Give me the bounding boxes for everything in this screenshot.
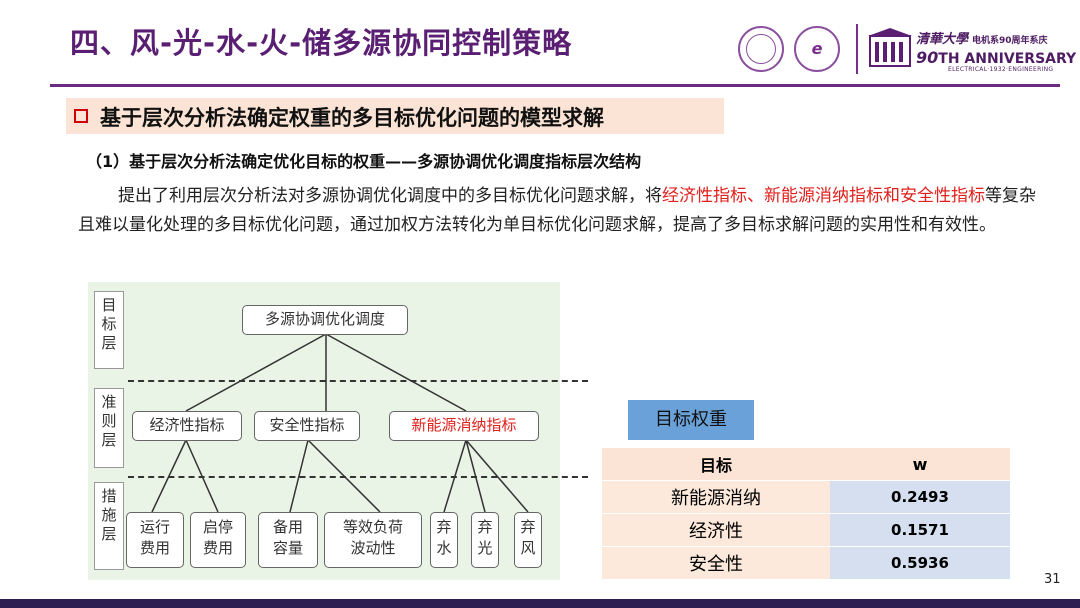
goal-node: 多源协调优化调度 <box>242 305 408 335</box>
table-row: 安全性 0.5936 <box>602 547 1010 580</box>
university-seal-logo <box>738 26 784 72</box>
highlighted-indicators: 经济性指标、新能源消纳指标和安全性指标 <box>662 186 985 206</box>
level-divider <box>128 380 588 382</box>
row-goal: 新能源消纳 <box>602 481 830 514</box>
section-heading-bar: 基于层次分析法确定权重的多目标优化问题的模型求解 <box>66 98 724 134</box>
section-heading: 基于层次分析法确定权重的多目标优化问题的模型求解 <box>100 106 604 130</box>
measure-reserve-capacity: 备用容量 <box>258 512 318 568</box>
row-weight: 0.5936 <box>830 547 1010 580</box>
page-number: 31 <box>1044 572 1061 587</box>
anniversary-sub-text: ELECTRICAL·1932·ENGINEERING <box>948 66 1054 73</box>
title-divider <box>50 84 1060 87</box>
row-goal: 经济性 <box>602 514 830 547</box>
column-header-weight: w <box>830 448 1010 481</box>
level-divider <box>128 476 588 478</box>
row-weight: 0.2493 <box>830 481 1010 514</box>
level-label-goal: 目标层 <box>94 291 124 369</box>
level-label-measures: 措施层 <box>94 482 124 570</box>
table-row: 新能源消纳 0.2493 <box>602 481 1010 514</box>
level-label-criteria: 准则层 <box>94 388 124 468</box>
square-bullet-icon <box>74 109 88 123</box>
slide-title: 四、风-光-水-火-储多源协同控制策略 <box>70 26 573 60</box>
anniversary-en-text: 90TH ANNIVERSARY <box>916 48 1077 67</box>
measure-curtailed-hydro: 弃水 <box>430 512 458 568</box>
hierarchy-diagram: 目标层 准则层 措施层 多源协调优化调度 经济性指标 安全性指标 新能源消纳指标… <box>88 282 588 580</box>
table-header-row: 目标 w <box>602 448 1010 481</box>
column-header-goal: 目标 <box>602 448 830 481</box>
logo-strip: e 清華大學电机系90周年系庆 90TH ANNIVERSARY ELECTRI… <box>738 20 1076 80</box>
measure-load-fluctuation: 等效负荷波动性 <box>324 512 422 568</box>
logo-divider <box>856 24 858 74</box>
measure-curtailed-solar: 弃光 <box>471 512 499 568</box>
criterion-renewable: 新能源消纳指标 <box>389 411 539 441</box>
department-seal-logo: e <box>794 26 840 72</box>
criterion-economic: 经济性指标 <box>132 411 242 441</box>
row-weight: 0.1571 <box>830 514 1010 547</box>
anniversary-cn-text: 清華大學电机系90周年系庆 <box>916 32 1048 47</box>
sub-heading: （1）基于层次分析法确定优化目标的权重——多源协调优化调度指标层次结构 <box>86 152 642 171</box>
weights-table: 目标 w 新能源消纳 0.2493 经济性 0.1571 安全性 0.5936 <box>602 448 1010 580</box>
row-goal: 安全性 <box>602 547 830 580</box>
measure-startup-cost: 启停费用 <box>190 512 246 568</box>
table-row: 经济性 0.1571 <box>602 514 1010 547</box>
body-paragraph: 提出了利用层次分析法对多源协调优化调度中的多目标优化问题求解，将经济性指标、新能… <box>78 186 1036 235</box>
measure-operating-cost: 运行费用 <box>126 512 184 568</box>
criterion-security: 安全性指标 <box>254 411 360 441</box>
measure-curtailed-wind: 弃风 <box>514 512 542 568</box>
footer-bar <box>0 599 1080 608</box>
anniversary-building-logo <box>868 28 912 67</box>
weights-label: 目标权重 <box>628 400 754 440</box>
